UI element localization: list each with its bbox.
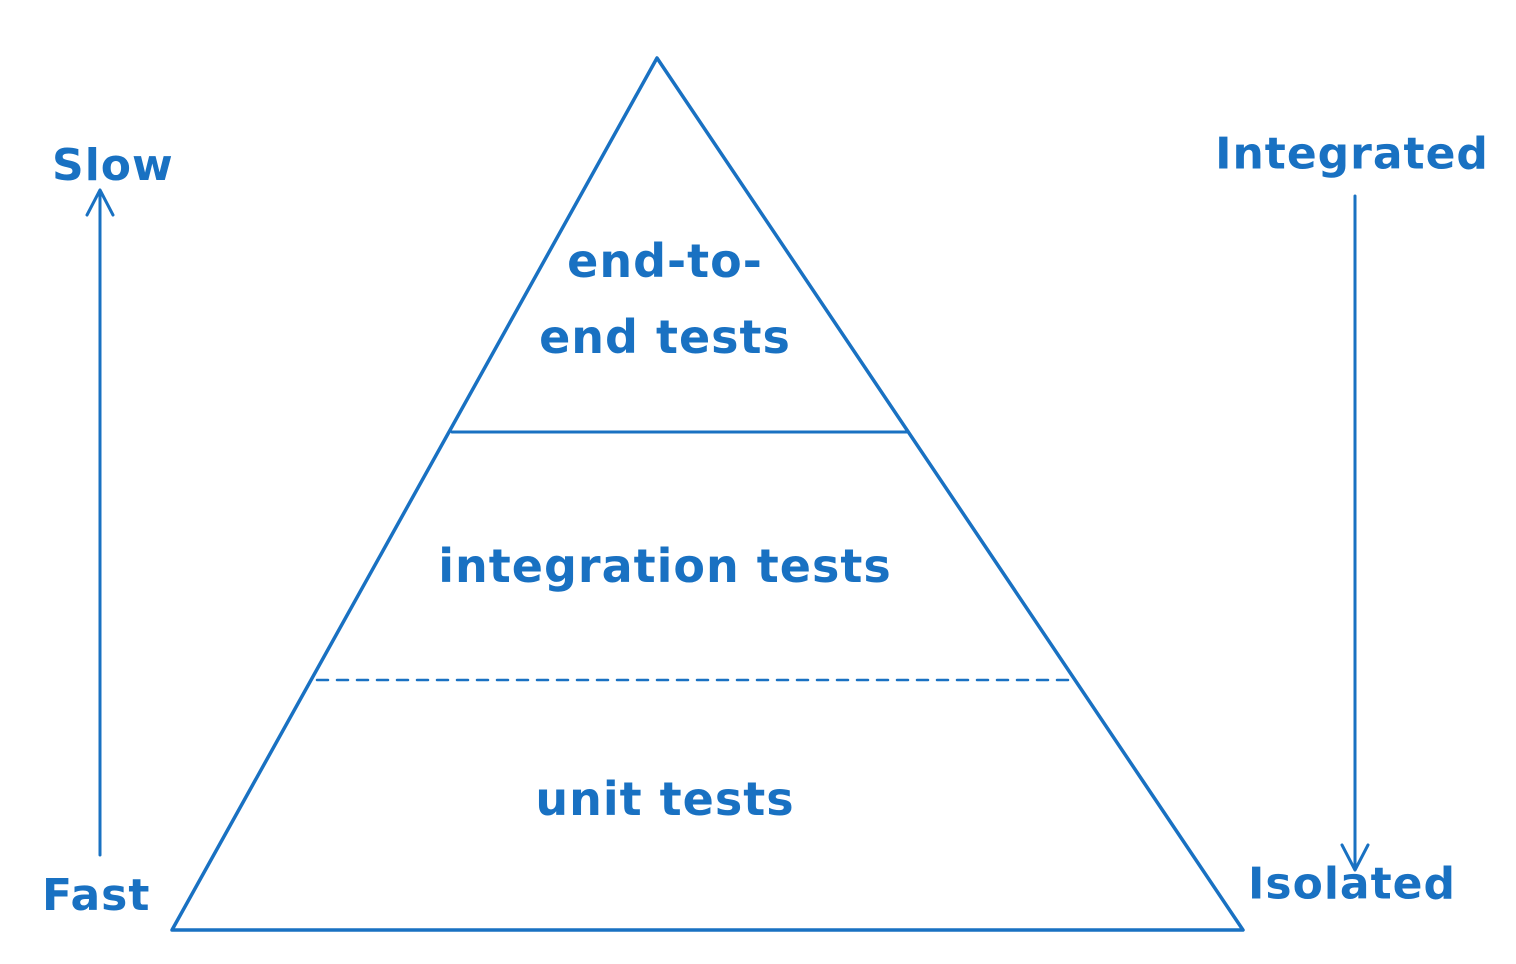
pyramid-outline <box>170 56 1245 932</box>
unit-tests-level-label: unit tests <box>535 772 795 827</box>
up-arrow-icon <box>85 188 115 857</box>
integration-tests-level-label: integration tests <box>438 539 892 594</box>
down-arrow-icon <box>1340 194 1370 872</box>
integrated-label: Integrated <box>1215 128 1489 180</box>
slow-label: Slow <box>52 140 174 191</box>
e2e-tests-level-label: end-to- end tests <box>539 234 791 364</box>
fast-label: Fast <box>42 870 151 921</box>
isolated-label: Isolated <box>1248 858 1456 910</box>
